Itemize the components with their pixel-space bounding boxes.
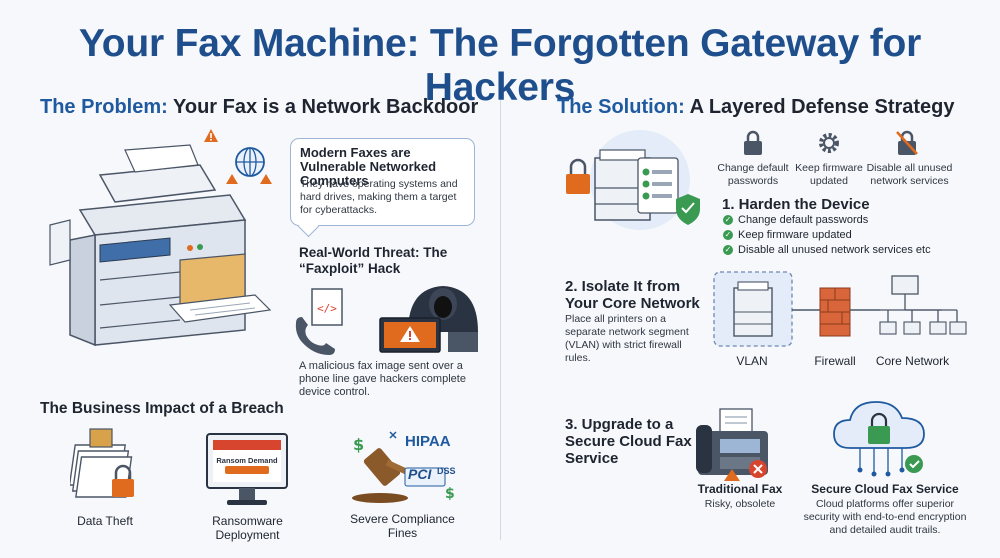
ransom-screen-text: Ransom Demand: [216, 456, 278, 465]
pci-badge: PCI: [408, 466, 432, 482]
svg-text:$: $: [353, 435, 364, 454]
traditional-fax-icon: [696, 408, 768, 481]
multifunction-printer-icon: [49, 144, 272, 347]
solution-heading: The Solution: A Layered Defense Strategy: [557, 96, 955, 119]
vlan-label: VLAN: [736, 354, 768, 368]
core-network-label: Core Network: [875, 354, 950, 368]
check-text: Change default passwords: [738, 214, 869, 226]
impact-label-data-theft: Data Theft: [77, 514, 133, 528]
secure-cloud-icon: [833, 401, 925, 477]
traditional-fax-text: Risky, obsolete: [704, 498, 776, 510]
phone-code-icon: </>: [295, 288, 343, 355]
traditional-fax-title: Traditional Fax: [697, 482, 783, 496]
gavel-icon: $ $: [352, 431, 455, 503]
svg-text:</>: </>: [317, 302, 337, 315]
impact-label-compliance: Severe Compliance Fines: [350, 512, 455, 540]
network-isolation-diagram: [713, 271, 967, 347]
bubble-title: Modern Faxes are Vulnerable Networked Co…: [300, 145, 437, 188]
svg-text:$: $: [445, 486, 455, 502]
step1-title: 1. Harden the Device: [722, 196, 870, 213]
globe-network-icon: [226, 147, 272, 184]
problem-heading: The Problem: Your Fax is a Network Backd…: [40, 96, 478, 119]
check-item: ✓ Keep firmware updated: [723, 228, 993, 242]
hardened-printer-icon: [566, 130, 700, 230]
bubble-text: They have operating systems and hard dri…: [300, 178, 458, 216]
check-item: ✓ Disable all unused network services etc: [723, 243, 993, 257]
monitor-ransom-icon: [206, 433, 288, 505]
gear-icon: [819, 133, 839, 153]
hacker-laptop-icon: [379, 286, 478, 353]
step2-text: Place all printers on a separate network…: [565, 313, 689, 364]
check-text: Keep firmware updated: [738, 229, 852, 241]
firewall-label: Firewall: [814, 354, 856, 368]
cloud-fax-title: Secure Cloud Fax Service: [811, 482, 959, 496]
check-text: Disable all unused network services etc: [738, 244, 931, 256]
vulnerability-callout: [290, 138, 475, 226]
lock-icon: [744, 130, 762, 155]
step2-title: 2. Isolate It from Your Core Network: [565, 278, 700, 312]
page-title: Your Fax Machine: The Forgotten Gateway …: [78, 22, 922, 109]
documents-lock-icon: [70, 428, 134, 498]
icon-label-services: Disable all unused network services: [866, 162, 953, 187]
check-item: ✓ Change default passwords: [723, 213, 993, 227]
impact-label-ransomware: Ransomware Deployment: [212, 514, 283, 542]
check-icon: ✓: [723, 245, 733, 255]
dss-badge: DSS: [437, 466, 456, 476]
threat-text: A malicious fax image sent over a phone …: [299, 360, 466, 398]
solution-heading-rest: A Layered Defense Strategy: [684, 96, 955, 118]
solution-heading-prefix: The Solution:: [557, 96, 685, 118]
problem-heading-rest: Your Fax is a Network Backdoor: [167, 96, 479, 118]
lock-disabled-icon: [896, 130, 918, 155]
step3-title: 3. Upgrade to a Secure Cloud Fax Service: [565, 416, 692, 467]
check-icon: ✓: [723, 215, 733, 225]
impact-heading: The Business Impact of a Breach: [40, 400, 284, 417]
icon-label-firmware: Keep firmware updated: [795, 162, 863, 187]
check-icon: ✓: [723, 230, 733, 240]
section-divider: [500, 100, 501, 540]
problem-heading-prefix: The Problem:: [40, 96, 168, 118]
threat-title: Real-World Threat: The “Faxploit” Hack: [299, 245, 448, 276]
warning-icon: [204, 129, 218, 142]
step1-checklist: ✓ Change default passwords ✓ Keep firmware…: [723, 213, 993, 258]
cloud-fax-text: Cloud platforms offer superior security …: [803, 498, 967, 536]
icon-label-passwords: Change default passwords: [717, 162, 789, 187]
hipaa-badge: HIPAA: [405, 433, 451, 450]
